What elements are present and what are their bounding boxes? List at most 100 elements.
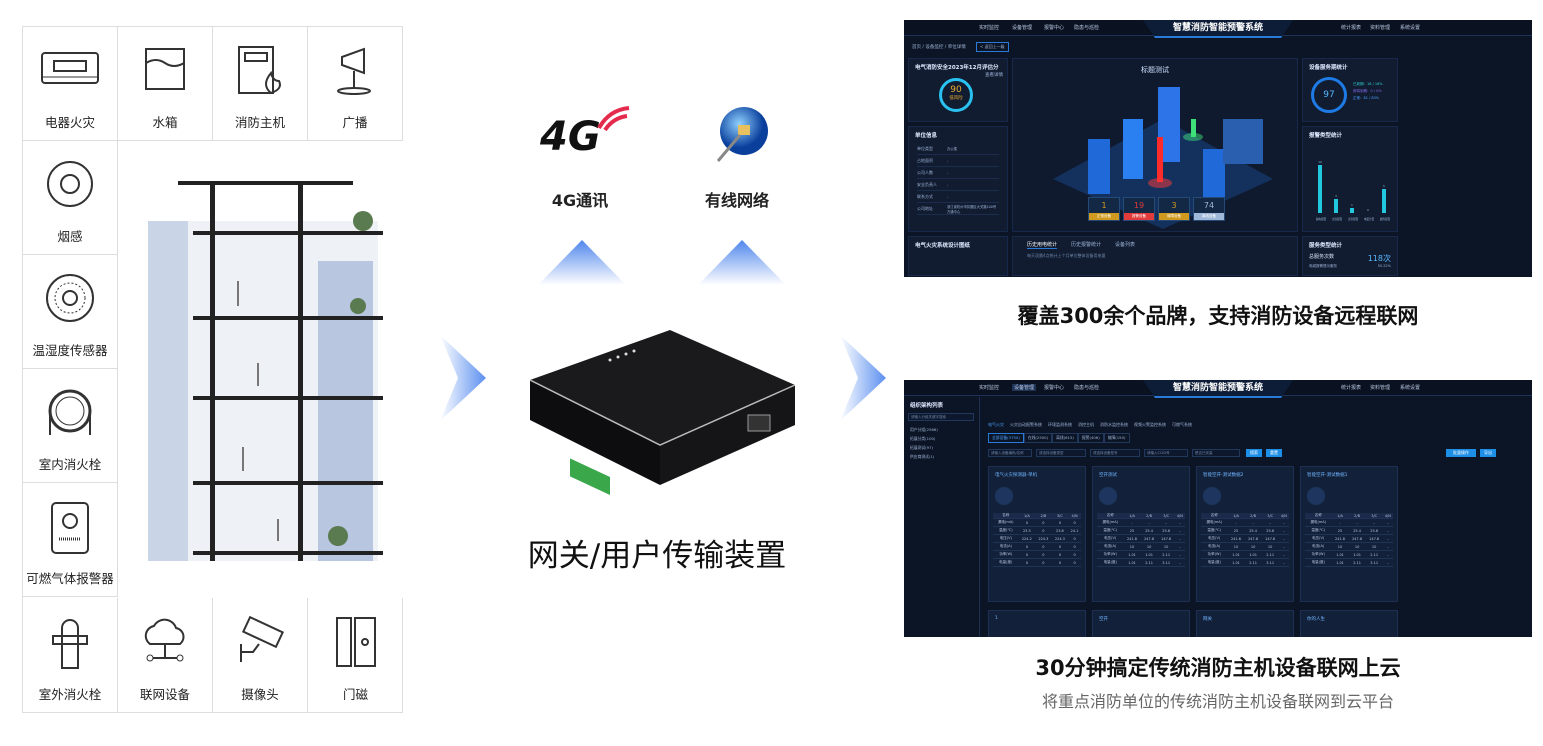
- device-card[interactable]: 1: [988, 610, 1086, 637]
- nav-item[interactable]: 报警中心: [1044, 25, 1065, 31]
- score-panel: 电气消防安全2023年12月评估分 查看详情 90 低风险: [908, 58, 1008, 122]
- nav-item[interactable]: 设备管理: [1012, 25, 1033, 31]
- alarm-bar-label: 过温报警: [1331, 218, 1343, 221]
- system-tab[interactable]: 可燃气系统: [1172, 422, 1192, 427]
- system-tab[interactable]: 消防水监控系统: [1100, 422, 1128, 427]
- nav-item[interactable]: 报警中心: [1044, 385, 1065, 391]
- status-filter[interactable]: 全部设备(3750): [988, 433, 1024, 443]
- search-button[interactable]: 搜索: [1246, 449, 1262, 457]
- status-filter[interactable]: 报警(406): [1077, 433, 1104, 443]
- device-type-select[interactable]: 请选择设备类型: [1036, 449, 1086, 457]
- unit-info-row: 占地面积-: [917, 155, 999, 167]
- ccid-input[interactable]: 请输入CCID号: [1144, 449, 1188, 457]
- gas-detector-icon: [51, 502, 89, 554]
- gateway-label: 网关/用户传输装置: [527, 538, 787, 574]
- device-indoor-hydrant: 室内消火栓: [23, 369, 118, 483]
- system-tab[interactable]: 消控主机: [1078, 422, 1094, 427]
- alarm-bar-value: 0: [1367, 208, 1369, 212]
- device-search-input[interactable]: 请输入设备编码/名称: [988, 449, 1032, 457]
- nav-item[interactable]: 隐患与巡检: [1074, 25, 1100, 31]
- reset-button[interactable]: 重置: [1266, 449, 1282, 457]
- nav-item[interactable]: 资料管理: [1370, 25, 1391, 31]
- device-temp-humidity: 温湿度传感器: [23, 255, 118, 369]
- water-tank-icon: [145, 48, 185, 90]
- system-tab[interactable]: 环境监测系统: [1048, 422, 1072, 427]
- globe-network-icon: [716, 107, 768, 162]
- device-camera: 摄像头: [213, 598, 308, 713]
- device-card[interactable]: 你的人生: [1300, 610, 1398, 637]
- nav-item[interactable]: 资料管理: [1370, 385, 1391, 391]
- nav-item[interactable]: 系统设置: [1400, 385, 1421, 391]
- temp-sensor-icon: [46, 274, 94, 322]
- tree-node[interactable]: 拓展测试(97): [910, 445, 933, 450]
- system-tab[interactable]: 视频火警监控系统: [1134, 422, 1166, 427]
- installed-select[interactable]: 是否已安装: [1192, 449, 1240, 457]
- uplink-triangle: [538, 240, 626, 285]
- nav-item[interactable]: 系统设置: [1400, 25, 1421, 31]
- hose-reel-icon: [48, 389, 92, 435]
- system-tab[interactable]: 电气火灾: [988, 422, 1004, 427]
- org-tree-sidebar: 组织架构列表 请输入分组关键字搜索 用户分组(2566)拓展分类(100)拓展测…: [904, 397, 980, 637]
- nav-item[interactable]: 统计报表: [1341, 385, 1362, 391]
- alarm-bar-label: 故障报警: [1379, 218, 1391, 221]
- ring-chart: 97: [1311, 77, 1347, 113]
- status-filter[interactable]: 故障(150): [1103, 433, 1130, 443]
- tree-node[interactable]: 拓展分类(100): [910, 436, 936, 441]
- tab-power-history[interactable]: 历史用电统计: [1027, 242, 1058, 249]
- device-network: 联网设备: [118, 598, 213, 713]
- view-details-link[interactable]: 查看详情: [985, 73, 1003, 78]
- breadcrumb: 首页 / 设备监控 / 单位详情: [912, 45, 966, 50]
- tree-node[interactable]: 用户分组(2566): [910, 427, 938, 432]
- status-filter[interactable]: 在线(2500): [1023, 433, 1053, 443]
- status-filter[interactable]: 离线(615): [1052, 433, 1078, 443]
- electric-meter-icon: [41, 52, 99, 84]
- wired-label: 有线网络: [704, 191, 770, 210]
- export-button[interactable]: 导出: [1480, 449, 1496, 457]
- system-tab[interactable]: 火灾自动报警系统: [1010, 422, 1042, 427]
- alarm-bar-value: 3: [1335, 193, 1337, 198]
- tab-alarm-history[interactable]: 历史报警统计: [1071, 242, 1102, 248]
- 4g-logo: 4G: [540, 104, 630, 164]
- nav-item[interactable]: 隐患与巡检: [1074, 385, 1100, 391]
- back-button[interactable]: < 返回上一级: [976, 42, 1009, 52]
- device-gas-alarm: 可燃气体报警器: [23, 483, 118, 597]
- tree-search-input[interactable]: 请输入分组关键字搜索: [908, 413, 974, 421]
- tab-device-list[interactable]: 设备列表: [1115, 242, 1136, 248]
- alarm-bar-label: 漏电报警: [1315, 218, 1327, 221]
- device-fire-host: 消防主机: [213, 27, 308, 141]
- nav-item[interactable]: 统计报表: [1341, 25, 1362, 31]
- nav-item[interactable]: 实时监控: [979, 25, 1000, 31]
- device-electrical-fire: 电器火灾: [23, 27, 118, 141]
- smoke-detector-icon: [47, 161, 93, 207]
- system-title: 智慧消防智能预警系统: [1143, 380, 1293, 398]
- unit-info-row: 公司地址浙江省杭州市拱墅区大关路100号万通中心: [917, 203, 999, 215]
- nav-item-active[interactable]: 设备管理: [1012, 384, 1037, 391]
- 3d-city-image: [1053, 87, 1273, 229]
- device-card[interactable]: 网关: [1196, 610, 1294, 637]
- device-grid: 电器火灾 水箱 消防主机 广播 烟感 温湿度传感器 室内消火栓 可燃气体报警器 …: [22, 26, 403, 713]
- device-water-tank: 水箱: [118, 27, 213, 141]
- door-sensor-icon: [335, 617, 376, 667]
- tree-node[interactable]: 供应商测试(1): [910, 454, 935, 459]
- batch-action-button[interactable]: 批量操作: [1446, 449, 1476, 457]
- device-model-select[interactable]: 请选择设备型号: [1090, 449, 1140, 457]
- alarm-bar: [1334, 198, 1338, 213]
- cloud-network-icon: [144, 618, 185, 662]
- nav-item[interactable]: 实时监控: [979, 385, 1000, 391]
- device-card[interactable]: 空开: [1092, 610, 1190, 637]
